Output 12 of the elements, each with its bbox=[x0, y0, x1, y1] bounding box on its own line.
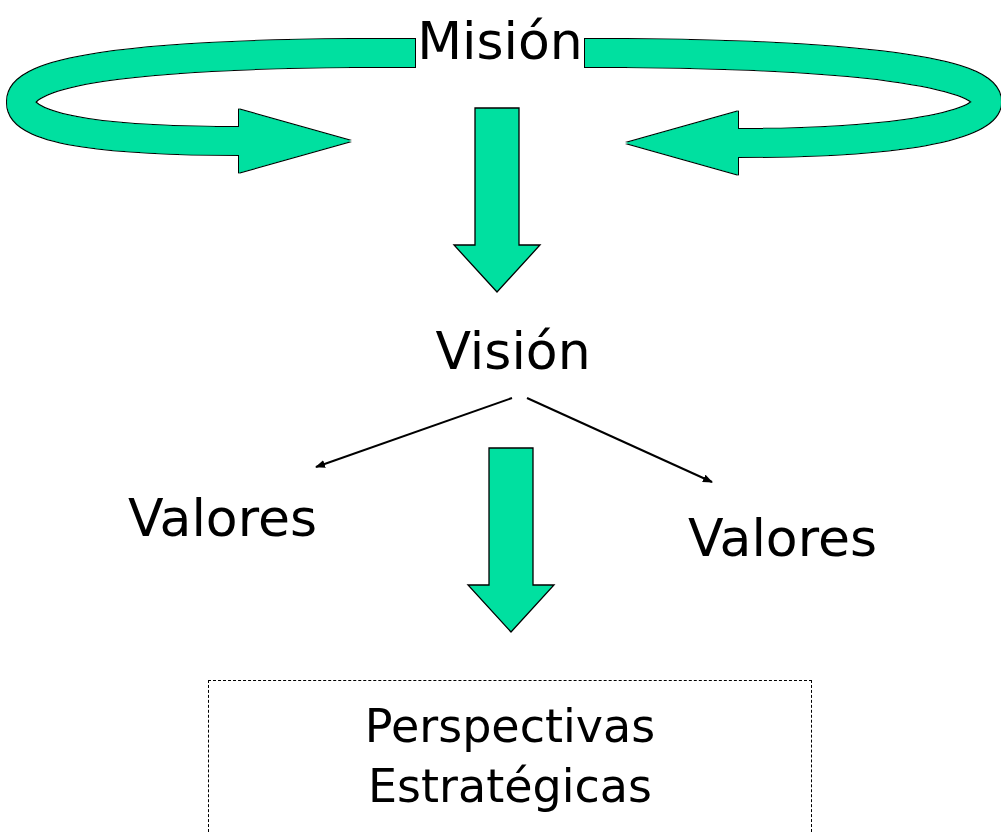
block-arrow bbox=[452, 107, 542, 293]
block-arrow bbox=[466, 447, 556, 633]
curved-block-arrow bbox=[7, 39, 415, 173]
node-label: Misión bbox=[417, 10, 583, 73]
box-label: Perspectivas Estratégicas bbox=[363, 698, 657, 815]
arrow bbox=[526, 397, 713, 483]
node-label: Visión bbox=[435, 320, 591, 383]
node-label: Valores bbox=[688, 507, 877, 570]
node-label: Valores bbox=[128, 487, 317, 550]
arrow bbox=[315, 397, 513, 468]
dashed-box bbox=[208, 680, 812, 832]
curved-block-arrow bbox=[585, 39, 1001, 175]
